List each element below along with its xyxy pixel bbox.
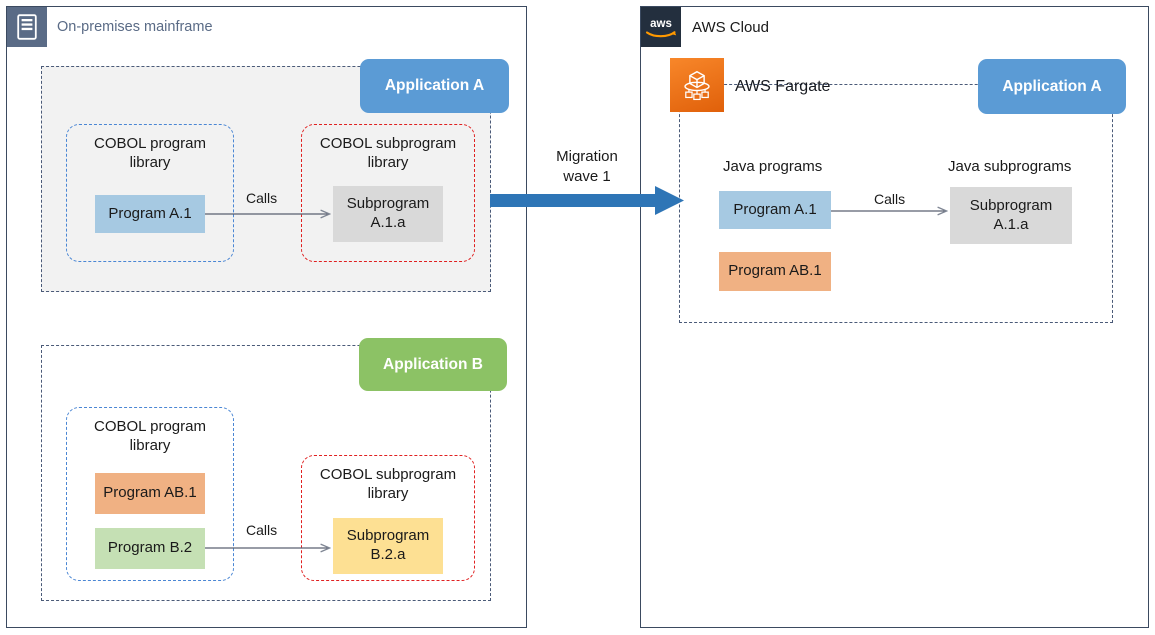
mainframe-icon <box>7 7 47 47</box>
cobol-program-library-a <box>66 124 234 262</box>
java-subprogram-block-subprogram-a-1-a[interactable]: Subprogram A.1.a <box>950 187 1072 244</box>
badge-application-a-aws[interactable]: Application A <box>978 59 1126 114</box>
java-programs-label: Java programs <box>723 158 823 175</box>
migration-wave-label: Migration wave 1 <box>556 148 618 185</box>
calls-label-app-b: Calls <box>246 522 278 538</box>
program-block-program-a-1[interactable]: Program A.1 <box>95 195 205 233</box>
java-program-block-program-ab-1[interactable]: Program AB.1 <box>719 252 831 291</box>
program-block-program-ab-1[interactable]: Program AB.1 <box>95 473 205 514</box>
badge-application-a-onprem[interactable]: Application A <box>360 59 509 113</box>
aws-fargate-icon <box>670 58 724 112</box>
on-premises-panel-title: On-premises mainframe <box>57 19 213 35</box>
aws-fargate-label: AWS Fargate <box>735 78 831 95</box>
program-block-program-b-2[interactable]: Program B.2 <box>95 528 205 569</box>
calls-label-app-a: Calls <box>246 190 278 206</box>
java-program-block-program-a-1[interactable]: Program A.1 <box>719 191 831 229</box>
cobol-program-library-b-label: COBOL program library <box>94 418 206 455</box>
cobol-subprogram-library-a <box>301 124 475 262</box>
subprogram-block-subprogram-a-1-a[interactable]: Subprogram A.1.a <box>333 186 443 242</box>
subprogram-block-subprogram-b-2-a[interactable]: Subprogram B.2.a <box>333 518 443 574</box>
badge-application-b[interactable]: Application B <box>359 338 507 391</box>
calls-label-fargate: Calls <box>874 191 906 207</box>
cobol-program-library-b <box>66 407 234 581</box>
svg-text:aws: aws <box>650 18 672 30</box>
aws-logo-icon: aws <box>641 7 681 47</box>
cobol-subprogram-library-b-label: COBOL subprogram library <box>319 466 457 503</box>
cobol-subprogram-library-a-label: COBOL subprogram library <box>319 135 457 172</box>
cobol-subprogram-library-b <box>301 455 475 581</box>
java-subprograms-label: Java subprograms <box>948 158 1072 175</box>
cobol-program-library-a-label: COBOL program library <box>94 135 206 172</box>
aws-cloud-panel-title: AWS Cloud <box>692 19 769 36</box>
application-b-group <box>41 345 491 601</box>
